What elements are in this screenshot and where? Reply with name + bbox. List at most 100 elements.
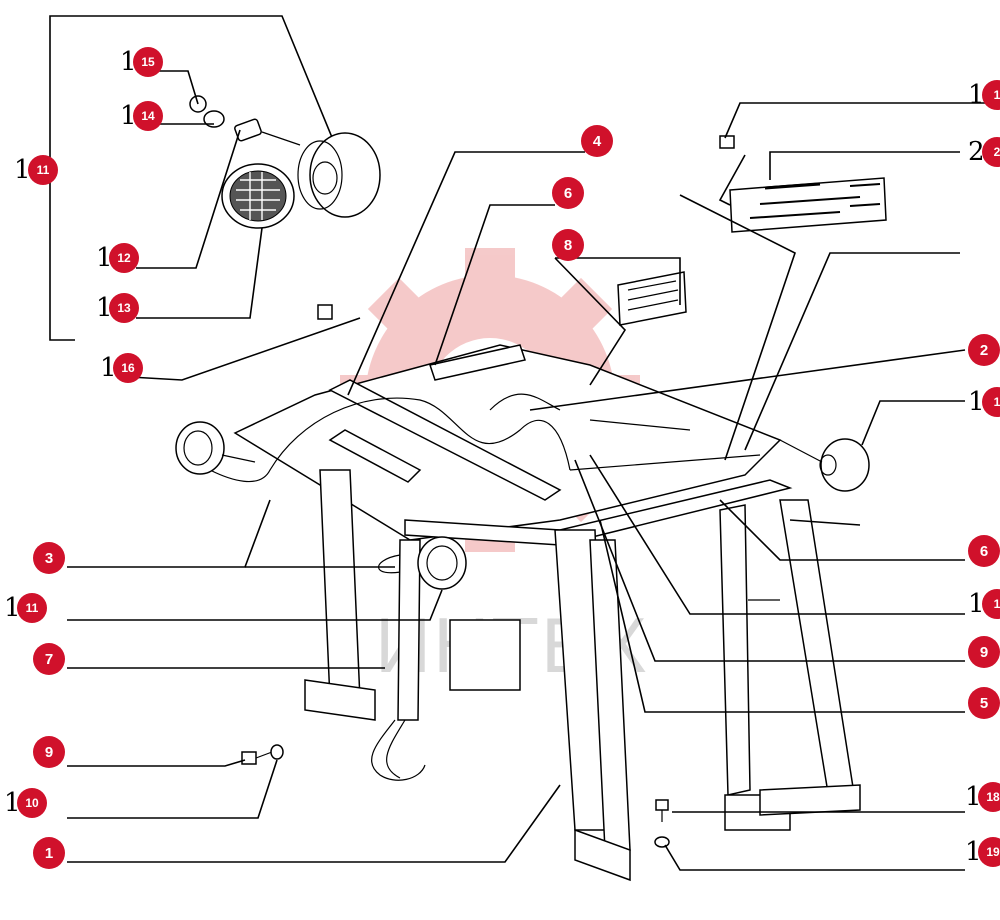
callout-number: 5	[980, 695, 988, 712]
callout-badge	[978, 837, 1000, 867]
callout-number: 3	[45, 550, 53, 567]
callout: 1 19	[965, 837, 1000, 867]
callout-badge	[978, 782, 1000, 812]
callout-number: 18	[986, 790, 1000, 804]
callout-number: 6	[980, 543, 988, 560]
callout: 2	[968, 334, 1000, 366]
callout: 1 1	[968, 80, 1000, 110]
right-lamp-icon	[779, 438, 870, 492]
callout-prefix: 1	[4, 593, 21, 623]
lamp-exploded-icon	[189, 95, 381, 229]
callout: 1 1	[968, 387, 1000, 417]
callout-badge	[33, 643, 65, 675]
callout: 8	[552, 229, 584, 261]
callout-badge	[133, 47, 163, 77]
callout: 4	[581, 125, 613, 157]
callout-number: 2	[980, 342, 988, 359]
callout-number: 1	[994, 597, 1000, 611]
leader-lines	[67, 70, 985, 871]
callout-number: 9	[45, 744, 53, 761]
callout: 1 11	[4, 593, 47, 623]
callout: 3	[33, 542, 65, 574]
callout-number: 2	[994, 145, 1000, 159]
callout: 6	[968, 535, 1000, 567]
callout-badge	[982, 387, 1000, 417]
callout: 1 10	[4, 788, 47, 818]
callout-badge	[581, 125, 613, 157]
callout: 1 1	[968, 589, 1000, 619]
callout-prefix: 1	[4, 788, 21, 818]
hardware-icon	[241, 744, 670, 848]
callout-badge	[113, 353, 143, 383]
callout-number: 19	[986, 845, 1000, 859]
callout-number: 15	[141, 55, 155, 69]
callout-badge	[17, 593, 47, 623]
callout-prefix: 1	[965, 782, 982, 812]
callout: 9	[968, 636, 1000, 668]
callout: 1 14	[120, 101, 163, 131]
callout-badge	[552, 177, 584, 209]
callout-number: 4	[593, 133, 602, 150]
callout-badge	[109, 293, 139, 323]
callout: 1 15	[120, 47, 163, 77]
callout-prefix: 2	[968, 137, 985, 167]
callout-prefix: 1	[965, 837, 982, 867]
callout: 9	[33, 736, 65, 768]
left-lamp-icon	[175, 421, 256, 475]
callout-number: 8	[564, 237, 572, 254]
callout-badge	[968, 334, 1000, 366]
callout-badge	[982, 589, 1000, 619]
callout-badge	[982, 80, 1000, 110]
callout-badge	[982, 137, 1000, 167]
center-lamp-icon	[417, 536, 467, 590]
callout-number: 1	[994, 395, 1000, 409]
callout-badge	[968, 687, 1000, 719]
callout-badge	[33, 837, 65, 869]
callout-number: 16	[121, 361, 135, 375]
callout-prefix: 1	[100, 353, 117, 383]
callout-number: 1	[45, 845, 53, 862]
callout-number: 14	[141, 109, 155, 123]
group-bracket	[49, 15, 339, 341]
callout-number: 9	[980, 644, 988, 661]
callout: 2 2	[968, 137, 1000, 167]
callout-badge	[33, 736, 65, 768]
callout: 1	[33, 837, 65, 869]
callout: 5	[968, 687, 1000, 719]
callout-number: 1	[994, 88, 1000, 102]
callout-prefix: 1	[96, 293, 113, 323]
callout-number: 10	[25, 796, 39, 810]
callout-badge	[968, 636, 1000, 668]
callout-badge	[33, 542, 65, 574]
callout-prefix: 1	[968, 387, 985, 417]
callout-prefix: 1	[968, 80, 985, 110]
callout: 1 11	[14, 155, 58, 185]
callout-number: 12	[117, 251, 131, 265]
callout-prefix: 1	[120, 101, 137, 131]
decal-plate-icon	[729, 177, 887, 233]
callout: 1 12	[96, 243, 139, 273]
tractor-frame-drawing	[175, 95, 887, 882]
callout-number: 13	[117, 301, 131, 315]
callout-badge	[17, 788, 47, 818]
callout: 7	[33, 643, 65, 675]
callout-prefix: 1	[96, 243, 113, 273]
callout: 1 16	[100, 353, 143, 383]
callout-badge	[968, 535, 1000, 567]
callout: 1 18	[965, 782, 1000, 812]
callout-badge	[133, 101, 163, 131]
callout: 1 13	[96, 293, 139, 323]
callout-number: 11	[37, 163, 50, 177]
callout-number: 6	[564, 185, 572, 202]
callout-badge	[28, 155, 58, 185]
callout-number: 11	[26, 601, 39, 615]
callout: 6	[552, 177, 584, 209]
callout-number: 7	[45, 651, 53, 668]
reflector-icon	[617, 271, 687, 326]
callout-prefix: 1	[968, 589, 985, 619]
callout-prefix: 1	[14, 155, 31, 185]
callout-prefix: 1	[120, 47, 137, 77]
callout-badge	[109, 243, 139, 273]
callout-badge	[552, 229, 584, 261]
